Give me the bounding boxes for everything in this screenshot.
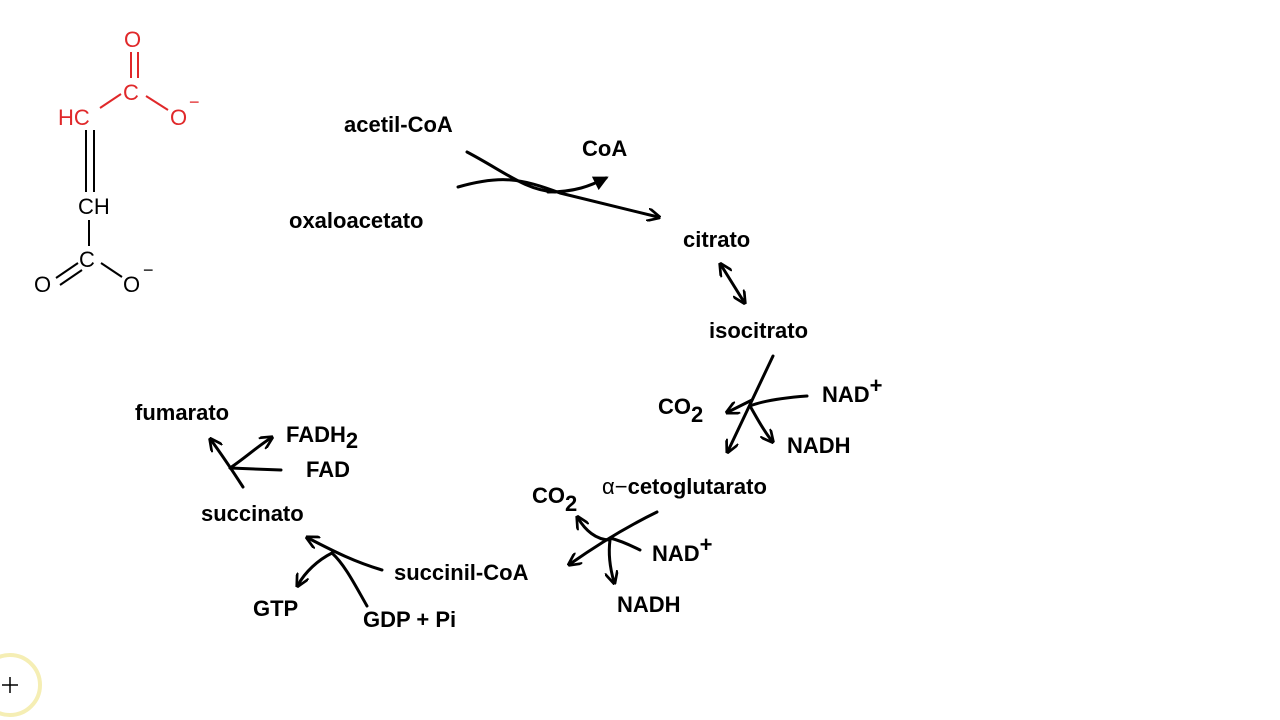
co2-label-2: CO2 bbox=[532, 483, 577, 516]
nadh-label-1: NADH bbox=[787, 433, 851, 458]
double-bond-co-bottom-a bbox=[55, 262, 79, 279]
citrate-synthase-arrows bbox=[456, 150, 658, 217]
arrow-nad-in-2 bbox=[608, 536, 642, 552]
gtp-label: GTP bbox=[253, 596, 298, 621]
isocitrate-dehydrogenase-arrows bbox=[728, 354, 809, 451]
arrow-co2-release-2 bbox=[578, 518, 612, 542]
arrow-succinate-to-fumarate bbox=[211, 440, 245, 489]
arrow-succinyl-coa-to-succinate bbox=[308, 538, 384, 572]
arrow-gdp-in bbox=[330, 551, 369, 608]
succinyl-coa-synthetase-arrows bbox=[298, 538, 384, 608]
mouse-cursor bbox=[0, 653, 42, 717]
oxygen-top-label: O bbox=[124, 27, 141, 52]
single-bond-c-o-top bbox=[145, 95, 169, 111]
succinil-coa-label: succinil-CoA bbox=[394, 560, 529, 585]
cursor-highlight-ring bbox=[0, 653, 42, 717]
fumarato-label: fumarato bbox=[135, 400, 229, 425]
alpha-cetoglutarato-label: α−cetoglutarato bbox=[602, 474, 767, 499]
oxygen-bottom-right-label: O bbox=[123, 272, 140, 297]
succinato-label: succinato bbox=[201, 501, 304, 526]
arrow-nadh-out-1 bbox=[748, 404, 772, 441]
nad-label-1: NAD+ bbox=[822, 373, 883, 407]
isocitrato-label: isocitrato bbox=[709, 318, 808, 343]
carbon-top-label: C bbox=[123, 80, 139, 105]
ketoglutarate-dehydrogenase-arrows bbox=[570, 510, 659, 582]
arrow-fad-in bbox=[228, 466, 283, 472]
oxygen-bottom-left-label: O bbox=[34, 272, 51, 297]
single-bond-c-o-bottom bbox=[100, 262, 123, 278]
acetyl-coa-entry-curve bbox=[465, 150, 557, 194]
arrow-isocitrate-to-ketoglutarate bbox=[728, 354, 775, 451]
main-arrow-oxaloacetate-to-citrate bbox=[456, 178, 658, 217]
co2-label-1: CO2 bbox=[658, 394, 703, 427]
charge-bottom-label: − bbox=[143, 260, 154, 280]
hc-label: HC bbox=[58, 105, 90, 130]
arrow-fadh2-out bbox=[228, 438, 271, 470]
carboxylate-top: O C O − HC bbox=[58, 27, 200, 130]
fadh2-label: FADH2 bbox=[286, 422, 358, 453]
charge-top-label: − bbox=[189, 92, 200, 112]
arrow-nad-in-1 bbox=[748, 394, 809, 408]
citrate-isocitrate-arrow bbox=[721, 265, 744, 302]
ch-label: CH bbox=[78, 194, 110, 219]
coa-label: CoA bbox=[582, 136, 627, 161]
fad-label: FAD bbox=[306, 457, 350, 482]
oxaloacetato-label: oxaloacetato bbox=[289, 208, 424, 233]
oxygen-top-right-label: O bbox=[170, 105, 187, 130]
carbon-bottom-label: C bbox=[79, 247, 95, 272]
single-bond-hc-c bbox=[99, 93, 122, 109]
double-bond-co-bottom-b bbox=[59, 269, 83, 286]
citrato-label: citrato bbox=[683, 227, 750, 252]
nad-label-2: NAD+ bbox=[652, 532, 713, 566]
acetil-coa-label: acetil-CoA bbox=[344, 112, 453, 137]
nadh-label-2: NADH bbox=[617, 592, 681, 617]
arrow-nadh-out-2 bbox=[609, 538, 614, 582]
arrow-co2-release-1 bbox=[728, 398, 754, 412]
gdp-pi-label: GDP + Pi bbox=[363, 607, 456, 632]
crosshair-cursor-icon bbox=[2, 677, 18, 693]
succinate-dehydrogenase-arrows bbox=[211, 438, 283, 489]
fumarate-structure: O C O − HC CH C O O − bbox=[34, 27, 200, 297]
coa-exit-arrow bbox=[546, 176, 609, 194]
arrow-gtp-out bbox=[298, 551, 334, 585]
